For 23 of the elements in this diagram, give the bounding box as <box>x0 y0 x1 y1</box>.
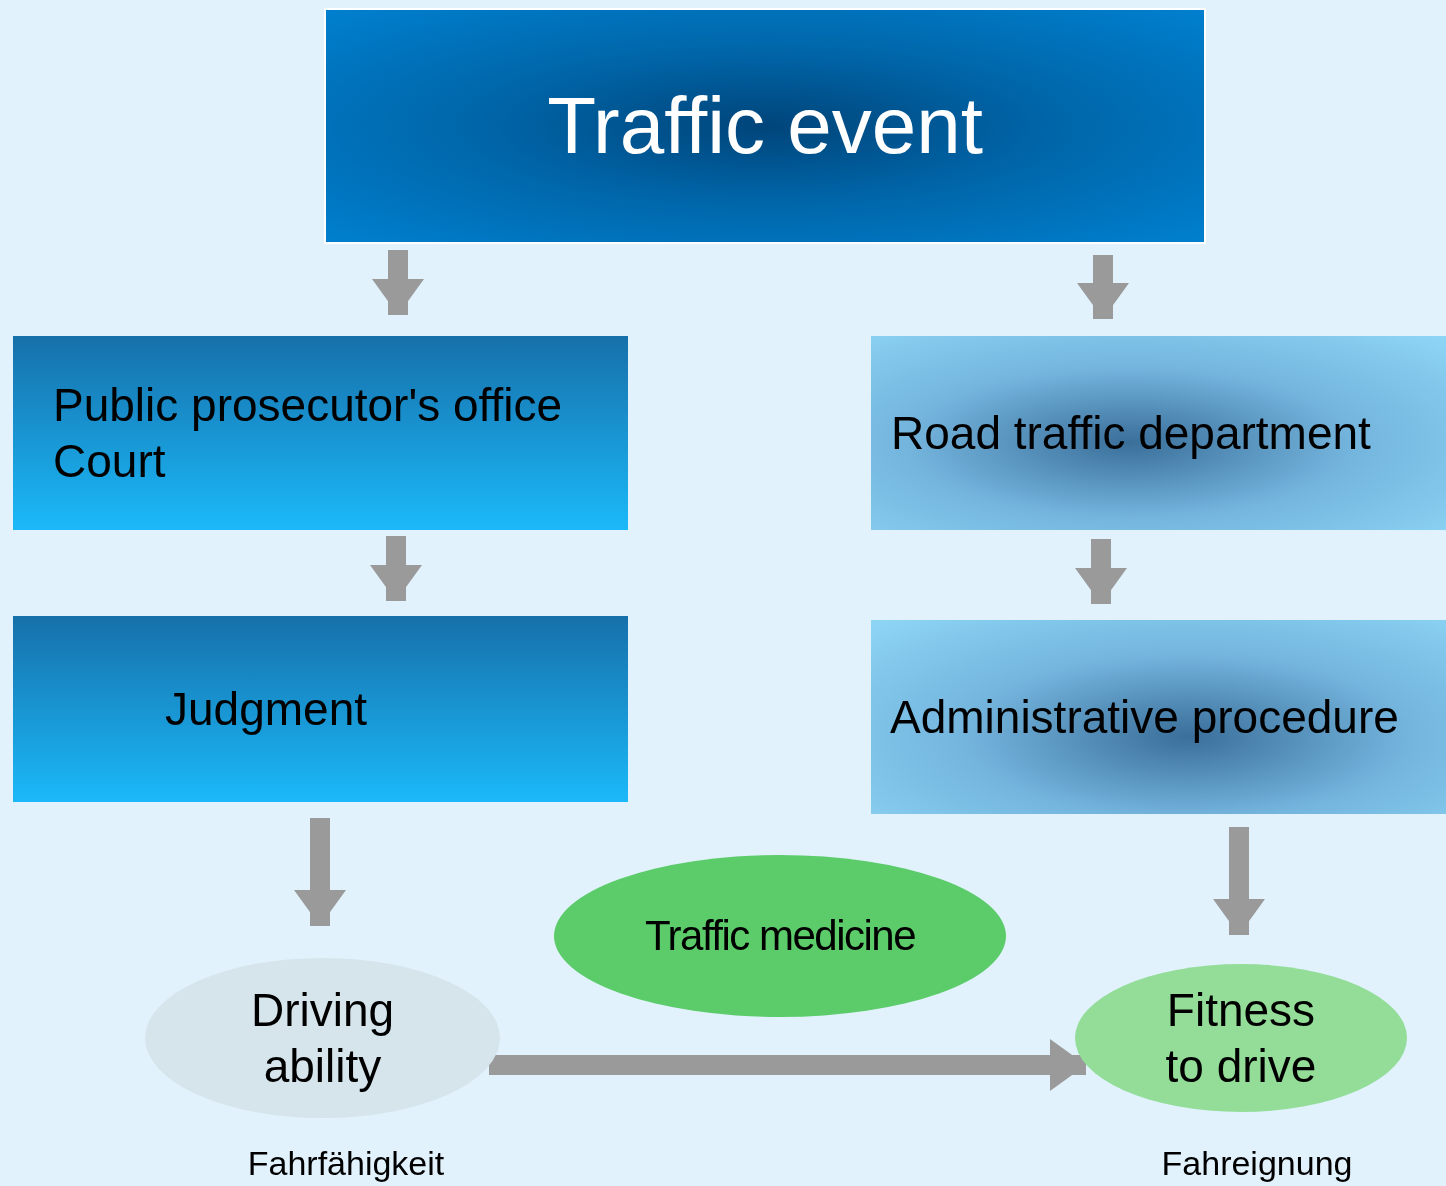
title-box <box>324 8 1206 244</box>
arrow <box>370 536 422 601</box>
arrow <box>489 1039 1086 1091</box>
node-label: Driving ability <box>249 982 396 1094</box>
node-label: Judgment <box>165 681 367 737</box>
arrow <box>1213 827 1265 935</box>
arrow <box>1077 255 1129 319</box>
node-label: Fahrfähigkeit <box>247 1144 445 1183</box>
node-label: Road traffic department <box>891 405 1371 461</box>
node-label: Administrative procedure <box>890 689 1399 745</box>
arrow <box>294 818 346 926</box>
arrow <box>372 250 424 315</box>
process-box <box>13 616 628 802</box>
node-label: Court <box>53 434 166 489</box>
process-box <box>871 620 1446 814</box>
arrow <box>1075 539 1127 604</box>
node-label: Fahreignung <box>1161 1144 1353 1183</box>
process-box <box>871 336 1446 530</box>
node-label: Fitness to drive <box>1164 982 1318 1094</box>
node-label: Traffic medicine <box>644 911 916 962</box>
node-label: Traffic event <box>547 80 983 173</box>
node-label: Public prosecutor's office <box>53 377 563 433</box>
process-box <box>13 336 628 530</box>
